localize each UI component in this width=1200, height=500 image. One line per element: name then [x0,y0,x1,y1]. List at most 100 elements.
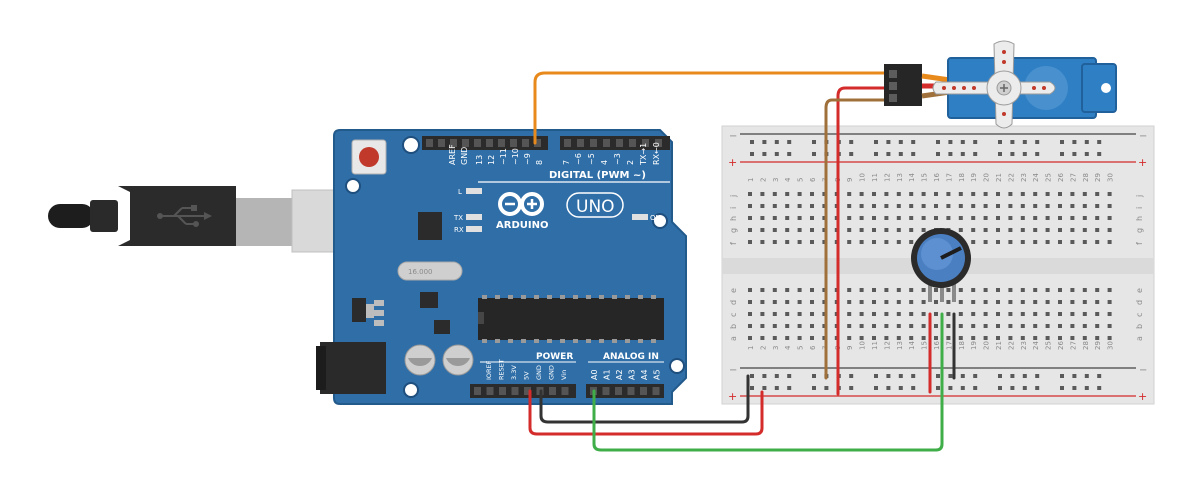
breadboard-hole[interactable] [772,324,777,328]
breadboard-hole[interactable] [1033,300,1038,304]
breadboard-hole[interactable] [1035,140,1040,144]
header-pin[interactable] [450,139,457,147]
breadboard-hole[interactable] [973,140,978,144]
breadboard-hole[interactable] [896,324,901,328]
breadboard-hole[interactable] [772,192,777,196]
breadboard-hole[interactable] [1020,192,1025,196]
breadboard-hole[interactable] [934,192,938,196]
breadboard-hole[interactable] [822,228,827,232]
breadboard-hole[interactable] [1008,240,1013,244]
breadboard-hole[interactable] [971,312,976,316]
header-pin[interactable] [511,387,519,395]
servo-motor[interactable] [884,40,1117,129]
breadboard-hole[interactable] [971,204,976,208]
breadboard-hole[interactable] [760,336,765,340]
breadboard-hole[interactable] [1095,204,1100,208]
breadboard-hole[interactable] [847,288,852,292]
breadboard-hole[interactable] [948,386,953,390]
breadboard-hole[interactable] [797,324,802,328]
breadboard-hole[interactable] [760,228,765,232]
breadboard-hole[interactable] [1070,324,1075,328]
breadboard-hole[interactable] [1045,324,1050,328]
header-pin[interactable] [561,387,569,395]
breadboard-hole[interactable] [960,374,965,378]
breadboard-hole[interactable] [1082,240,1087,244]
breadboard-hole[interactable] [983,300,988,304]
breadboard-hole[interactable] [1020,324,1025,328]
breadboard-hole[interactable] [1045,240,1050,244]
header-pin[interactable] [438,139,445,147]
breadboard-hole[interactable] [1010,152,1015,156]
breadboard-hole[interactable] [921,204,926,208]
signal-wire[interactable] [533,71,888,145]
breadboard-hole[interactable] [921,300,926,304]
breadboard-hole[interactable] [1022,374,1027,378]
breadboard-hole[interactable] [948,152,953,156]
breadboard-hole[interactable] [874,152,878,156]
breadboard-hole[interactable] [921,312,926,316]
header-pin[interactable] [426,139,433,147]
breadboard-hole[interactable] [1095,324,1100,328]
breadboard-hole[interactable] [1045,228,1050,232]
breadboard-hole[interactable] [859,204,864,208]
breadboard-hole[interactable] [750,140,754,144]
breadboard-hole[interactable] [847,300,852,304]
breadboard-hole[interactable] [1095,192,1100,196]
header-pin[interactable] [602,387,610,395]
breadboard-hole[interactable] [859,300,864,304]
header-pin[interactable] [486,139,493,147]
breadboard-hole[interactable] [760,312,765,316]
breadboard-hole[interactable] [847,192,852,196]
breadboard-hole[interactable] [772,312,777,316]
breadboard-hole[interactable] [1107,336,1112,340]
breadboard-hole[interactable] [909,228,914,232]
breadboard-hole[interactable] [1020,204,1025,208]
header-pin[interactable] [474,139,481,147]
breadboard-hole[interactable] [971,288,976,292]
breadboard-hole[interactable] [750,152,754,156]
breadboard-hole[interactable] [787,374,792,378]
breadboard-hole[interactable] [748,240,752,244]
breadboard-hole[interactable] [785,288,790,292]
breadboard-hole[interactable] [1097,152,1102,156]
header-pin[interactable] [498,139,505,147]
breadboard-hole[interactable] [909,312,914,316]
breadboard-hole[interactable] [1033,204,1038,208]
breadboard-hole[interactable] [971,300,976,304]
breadboard-hole[interactable] [896,192,901,196]
breadboard-hole[interactable] [1084,386,1089,390]
breadboard-hole[interactable] [1020,216,1025,220]
breadboard-hole[interactable] [1107,312,1112,316]
breadboard-hole[interactable] [772,216,777,220]
breadboard-hole[interactable] [934,324,938,328]
breadboard-hole[interactable] [810,300,814,304]
breadboard-hole[interactable] [874,140,878,144]
breadboard-hole[interactable] [921,336,926,340]
breadboard-hole[interactable] [1095,312,1100,316]
breadboard-hole[interactable] [946,192,951,196]
breadboard-hole[interactable] [812,386,816,390]
breadboard-hole[interactable] [872,240,876,244]
breadboard-hole[interactable] [1045,300,1050,304]
breadboard-hole[interactable] [911,152,916,156]
breadboard-hole[interactable] [810,336,814,340]
breadboard-hole[interactable] [859,324,864,328]
breadboard-hole[interactable] [1097,140,1102,144]
breadboard-hole[interactable] [921,288,926,292]
breadboard-hole[interactable] [1107,204,1112,208]
breadboard-hole[interactable] [1008,336,1013,340]
breadboard-hole[interactable] [1045,312,1050,316]
breadboard-hole[interactable] [774,140,779,144]
breadboard-hole[interactable] [934,312,938,316]
breadboard-hole[interactable] [872,204,876,208]
breadboard-hole[interactable] [1070,204,1075,208]
breadboard-hole[interactable] [1033,216,1038,220]
header-pin[interactable] [615,387,622,395]
header-pin[interactable] [486,387,494,395]
breadboard-hole[interactable] [896,240,901,244]
breadboard-hole[interactable] [1020,288,1025,292]
breadboard-hole[interactable] [898,152,903,156]
breadboard-hole[interactable] [911,374,916,378]
breadboard-hole[interactable] [996,324,1000,328]
breadboard-hole[interactable] [998,386,1002,390]
